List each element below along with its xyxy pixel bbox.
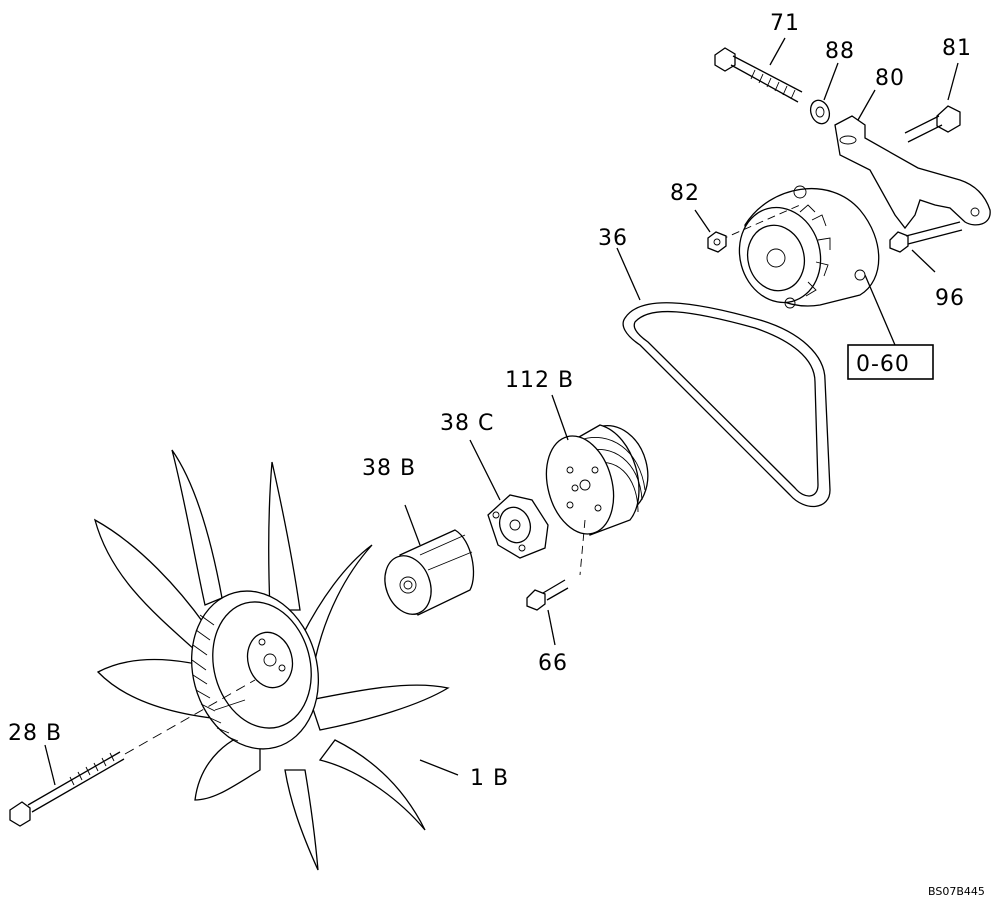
callout-82: 82	[670, 181, 700, 206]
callout-1b: 1 B	[470, 766, 509, 791]
nut-82	[694, 209, 727, 253]
washer-88	[809, 62, 839, 125]
bolt-96	[889, 221, 963, 273]
adapter-38c	[469, 439, 549, 559]
callout-88: 88	[825, 39, 855, 64]
callout-38b: 38 B	[362, 456, 416, 481]
pulley-112b	[545, 394, 649, 576]
reference-box	[847, 344, 934, 380]
callout-112b: 112 B	[505, 368, 574, 393]
belt-36	[616, 247, 831, 508]
callout-28b: 28 B	[8, 721, 62, 746]
bracket-80	[834, 89, 991, 230]
fan-assembly	[93, 449, 459, 871]
callout-80: 80	[875, 66, 905, 91]
fan-bolt-28b	[9, 679, 256, 827]
callout-38c: 38 C	[440, 411, 494, 436]
alternator	[719, 185, 934, 380]
bolt-81	[904, 62, 961, 143]
callout-36: 36	[598, 226, 628, 251]
callout-71: 71	[770, 11, 800, 36]
callout-66: 66	[538, 651, 568, 676]
bolt-71	[714, 37, 803, 103]
spacer-38b	[384, 504, 475, 616]
callout-81: 81	[942, 36, 972, 61]
callout-96: 96	[935, 286, 965, 311]
drawing-code: BS07B445	[928, 885, 985, 898]
bolt-66	[526, 579, 569, 646]
callout-ref-0-60: 0-60	[856, 352, 910, 377]
